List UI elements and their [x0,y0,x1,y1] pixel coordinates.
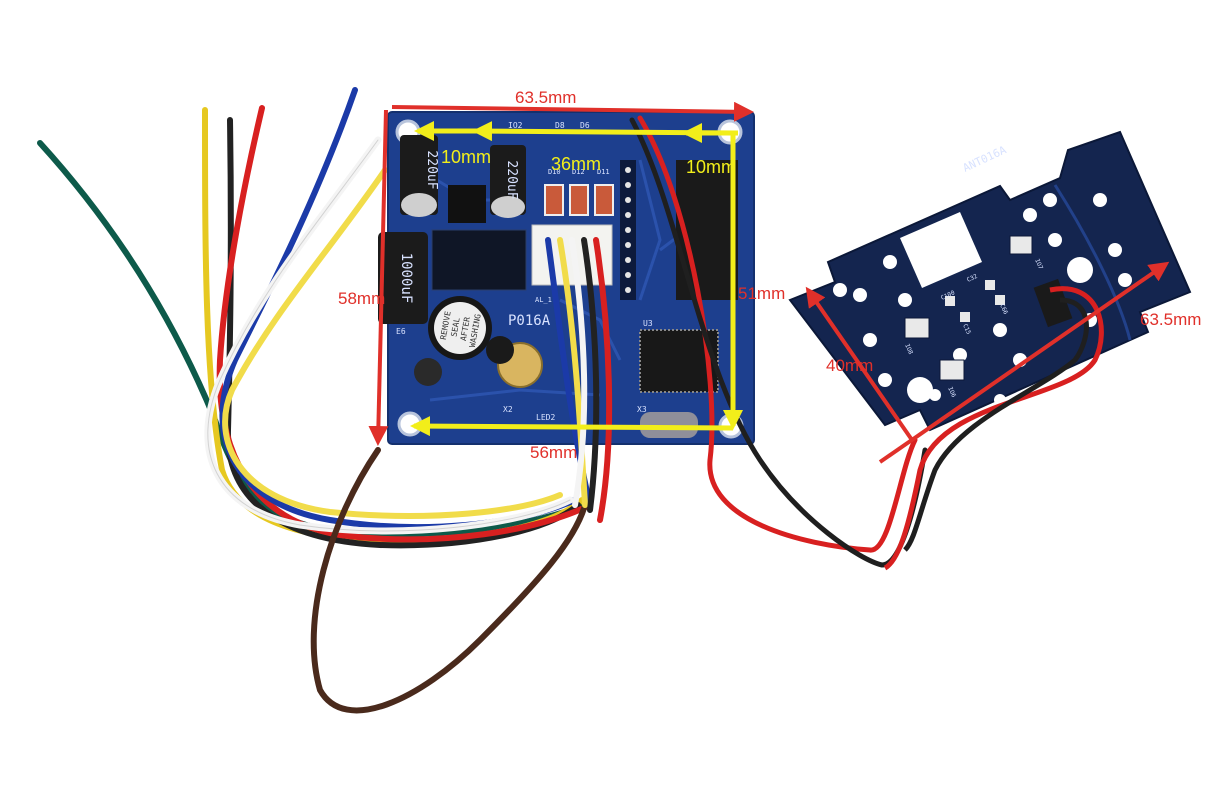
wire-bundle-left [37,87,593,714]
dimension-line-antenna-height [805,286,914,442]
antenna-holes [833,143,1132,406]
svg-text:1000uF: 1000uF [398,253,414,304]
svg-text:D11: D11 [597,168,610,176]
svg-text:D10: D10 [548,168,561,176]
label-left-offset: 10mm [441,147,492,167]
svg-text:AFTER: AFTER [459,316,472,341]
main-board-model: P016A [508,313,551,329]
label-middle-span: 36mm [551,154,602,174]
svg-text:D8: D8 [555,121,565,130]
crystal [640,412,698,438]
svg-text:IO6: IO6 [946,386,957,399]
dimension-line-bottom-spacing [410,416,734,437]
label-right-spacing: 51mm [738,284,786,303]
label-right-offset: 10mm [686,157,737,177]
antenna-connector [1033,278,1073,328]
relay [431,229,527,291]
svg-text:220uF: 220uF [504,160,519,199]
svg-text:E6: E6 [396,327,406,336]
dimension-line-antenna-length [878,261,1170,464]
svg-text:D12: D12 [572,168,585,176]
svg-text:C15: C15 [961,323,972,336]
svg-text:SEAL: SEAL [449,317,461,338]
svg-text:X3: X3 [637,405,647,414]
svg-text:IO7: IO7 [1033,258,1044,271]
diode-array [544,184,614,216]
dimension-line-width [391,101,754,122]
svg-text:220uF: 220uF [424,150,439,189]
antenna-board: ANT016A C32 C100 C66 C15 IO7 IO8 IO6 [788,130,1192,571]
svg-text:AL_1: AL_1 [535,296,552,304]
inductor [486,336,514,364]
svg-text:C66: C66 [998,303,1009,316]
dimension-line-height [368,109,389,446]
svg-text:D6: D6 [580,121,590,130]
label-antenna-height: 40mm [826,356,874,375]
svg-text:U3: U3 [643,319,653,328]
antenna-cutout [900,212,982,288]
antenna-components [904,235,1033,381]
dimension-lines [368,101,1170,464]
svg-text:IO2: IO2 [508,121,523,130]
capacitor: 220uF [490,145,526,218]
svg-text:LED2: LED2 [536,413,555,422]
label-bottom-spacing: 56mm [530,443,578,462]
label-main-height: 58mm [338,289,386,308]
wire-bundle-connector [545,237,613,523]
inductor [414,358,442,386]
svg-text:C32: C32 [966,273,979,284]
label-main-width: 63.5mm [515,88,577,107]
capacitor: 1000uF [378,232,428,324]
voltage-regulator [448,185,486,223]
svg-text:IO8: IO8 [903,343,914,356]
buzzer: REMOVE SEAL AFTER WASHING [428,296,492,360]
capacitor: 220uF [400,135,439,217]
svg-text:X2: X2 [503,405,513,414]
label-antenna-length: 63.5mm [1140,310,1202,329]
